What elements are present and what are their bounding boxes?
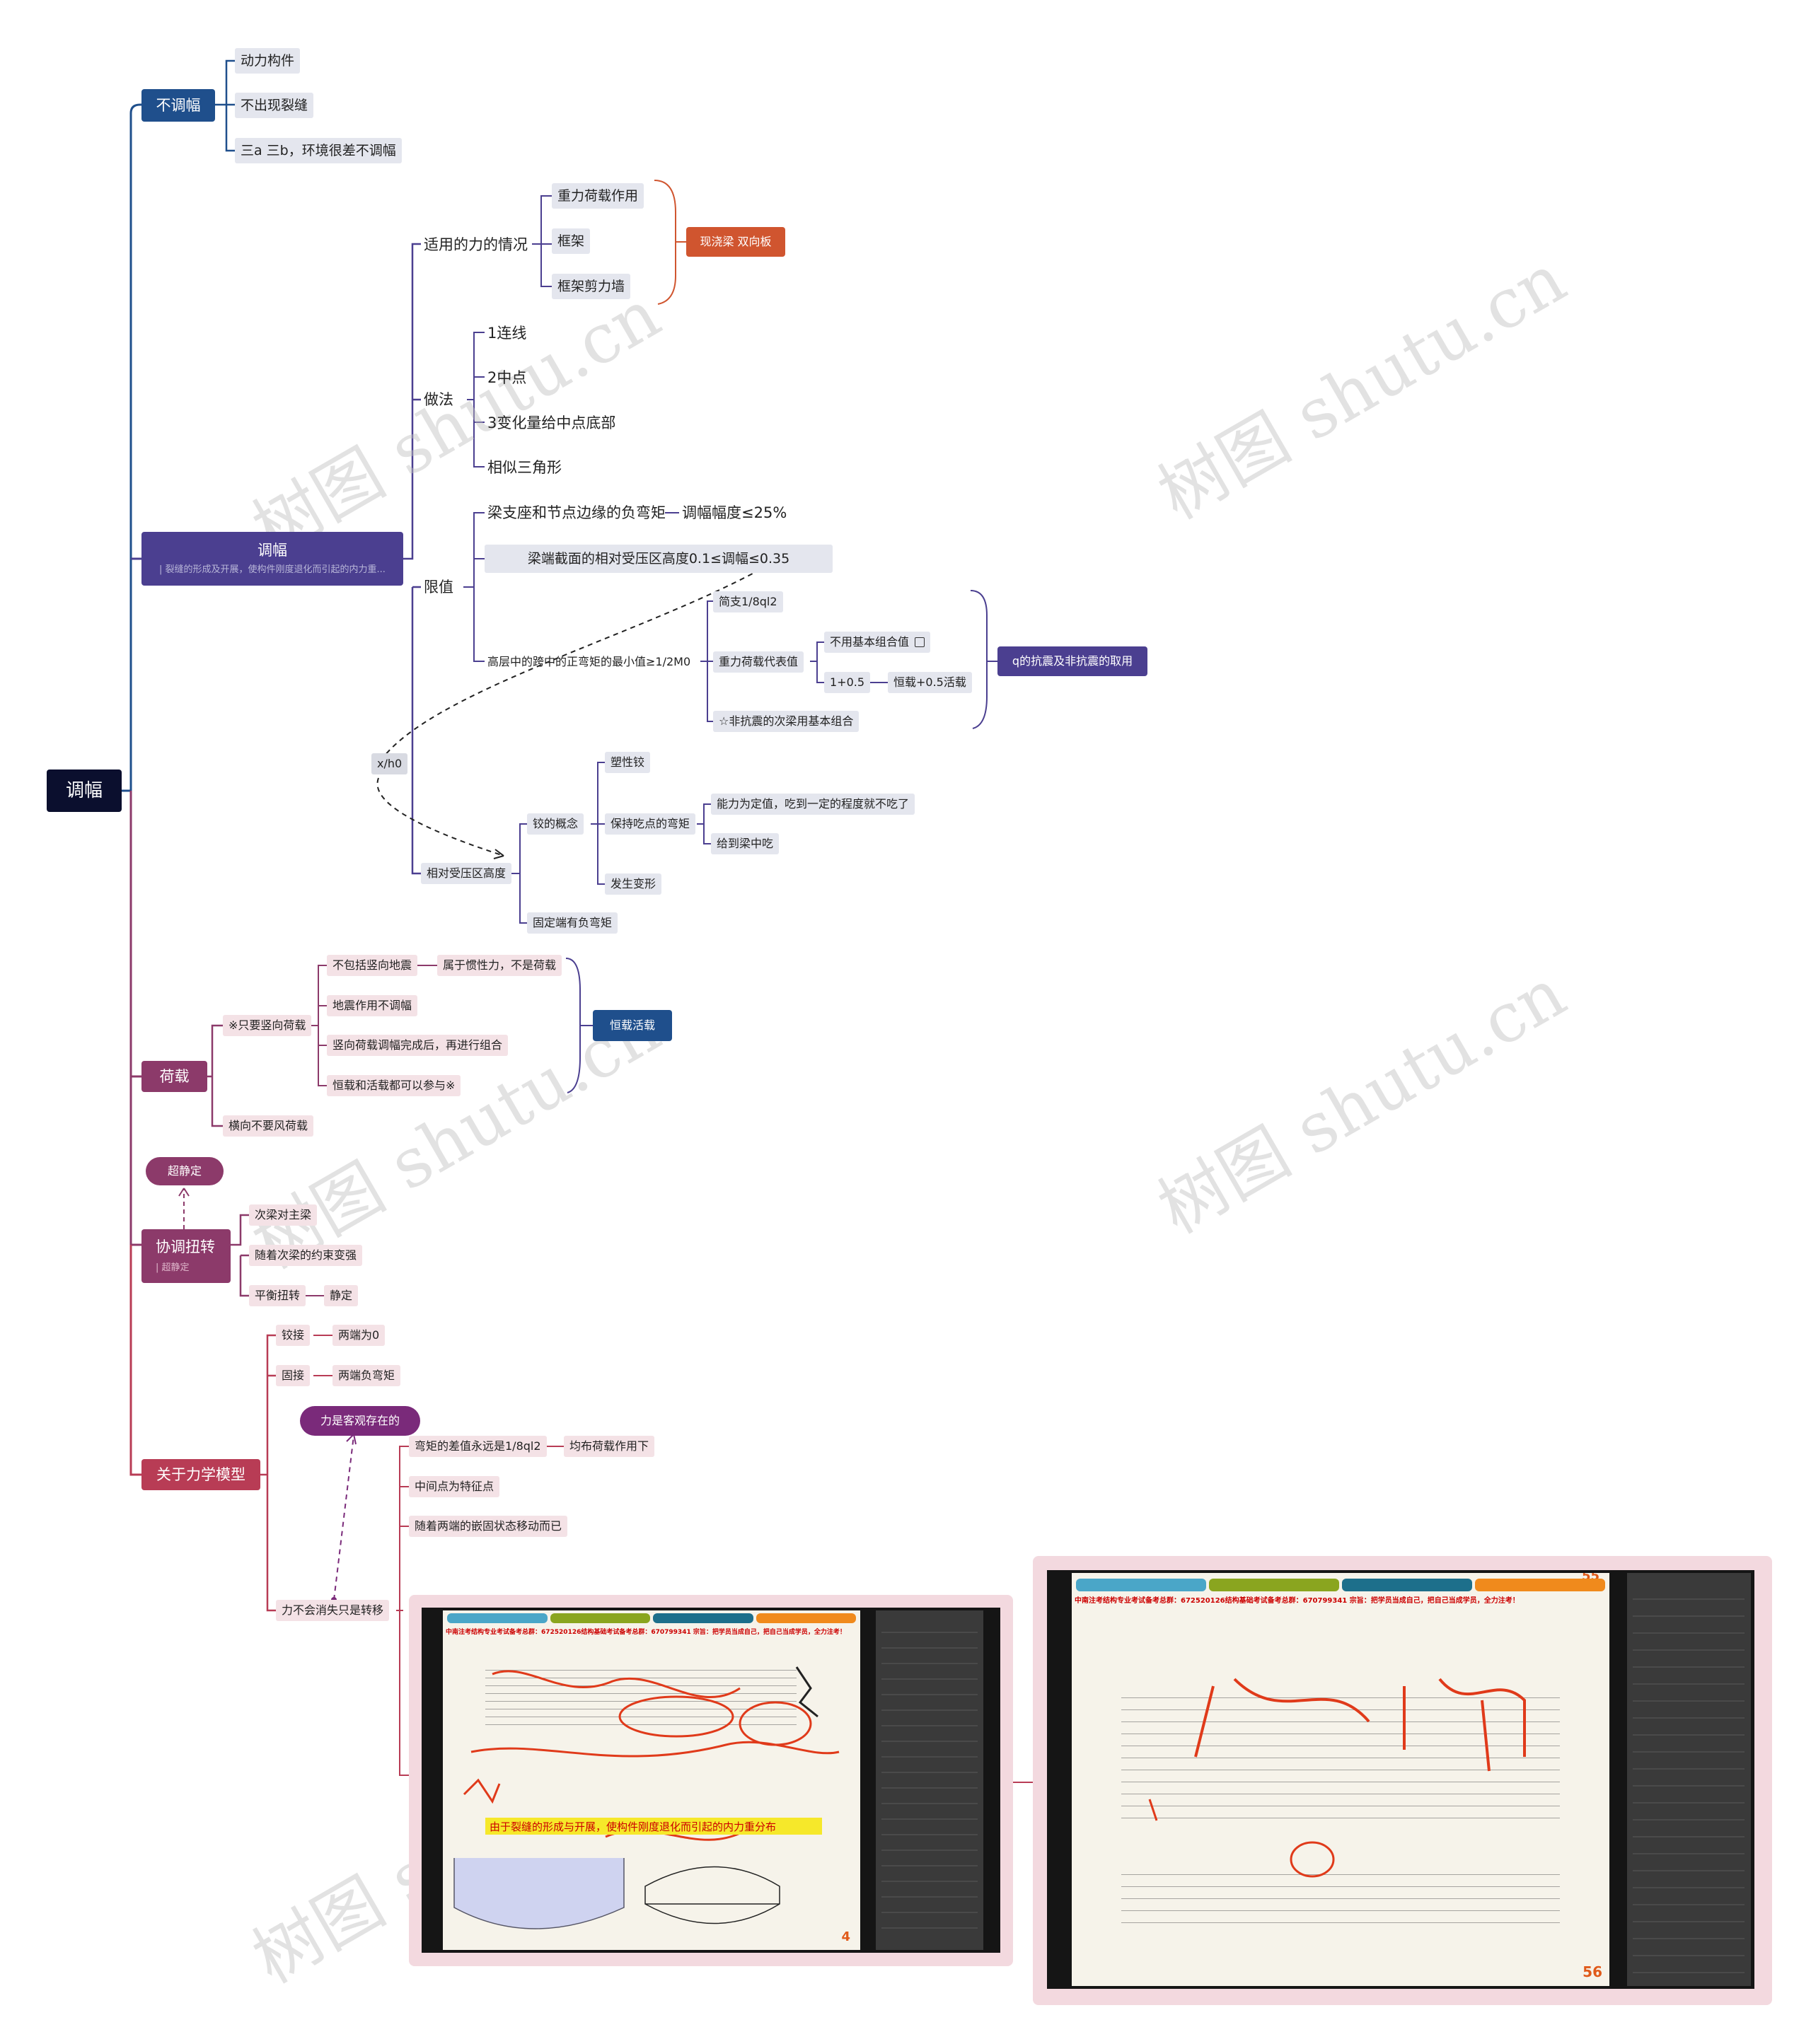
method-step-2[interactable]: 2中点	[485, 366, 529, 389]
screenshot-image-2[interactable]: 55 中南注考结构专业考试备考总群：672520126结构基础考试备考总群：67…	[1033, 1556, 1772, 2005]
branch-note: | 超静定	[156, 1263, 190, 1272]
to-beam-middle[interactable]: 给到梁中吃	[711, 833, 779, 854]
moment-limit[interactable]: 调幅幅度≤25%	[679, 501, 789, 524]
leaf-frame[interactable]: 框架	[552, 228, 590, 254]
pill-statically-indeterminate[interactable]: 超静定	[146, 1157, 224, 1185]
method-step-4[interactable]: 相似三角形	[485, 456, 565, 479]
seismic-no-redistribution[interactable]: 地震作用不调幅	[327, 995, 417, 1016]
end-fixity-shift[interactable]: 随着两端的嵌固状态移动而已	[409, 1516, 567, 1537]
keep-moment[interactable]: 保持吃点的弯矩	[605, 813, 695, 835]
branch-note: | 裂缝的形成及开展，使构件刚度退化而引起的内力重...	[159, 565, 386, 574]
branch-load[interactable]: 荷载	[141, 1061, 207, 1092]
plastic-hinge[interactable]: 塑性铰	[605, 752, 650, 773]
leaf-dynamic-member[interactable]: 动力构件	[235, 48, 300, 74]
doc-highlight: 由于裂缝的形成与开展，使构件刚度退化而引起的内力重分布	[485, 1818, 822, 1835]
non-seismic-secondary[interactable]: ☆非抗震的次梁用基本组合	[713, 711, 859, 732]
image-document: 55 中南注考结构专业考试备考总群：672520126结构基础考试备考总群：67…	[1072, 1573, 1609, 1986]
dead-live-participate[interactable]: 恒载和活载都可以参与※	[327, 1075, 461, 1096]
midspan-min-moment[interactable]: 高层中的跨中的正弯矩的最小值≥1/2M0	[485, 652, 693, 672]
dead-plus-half-live[interactable]: 恒载+0.5活载	[888, 672, 972, 693]
secondary-to-main[interactable]: 次梁对主梁	[249, 1204, 317, 1226]
handwriting-marks	[1072, 1658, 1609, 1884]
fixed-end-negative[interactable]: 固定端有负弯矩	[527, 912, 618, 934]
limit-label[interactable]: 限值	[421, 576, 456, 598]
root-node[interactable]: 调幅	[47, 770, 122, 812]
deformation[interactable]: 发生变形	[605, 873, 661, 895]
factor-value[interactable]: 1+0.5	[824, 672, 870, 693]
equilibrium-torsion[interactable]: 平衡扭转	[249, 1285, 306, 1306]
branch-no-redistribution[interactable]: 不调幅	[141, 89, 215, 122]
hinged-zero[interactable]: 两端为0	[332, 1325, 385, 1346]
gravity-representative[interactable]: 重力荷载代表值	[713, 651, 804, 673]
leaf-frame-shearwall[interactable]: 框架剪力墙	[552, 274, 630, 299]
capacity-constant[interactable]: 能力为定值，吃到一定的程度就不吃了	[711, 794, 915, 815]
statically-determinate[interactable]: 静定	[324, 1285, 358, 1306]
method-label[interactable]: 做法	[421, 388, 456, 411]
no-vertical-seismic[interactable]: 不包括竖向地震	[327, 955, 417, 976]
branch-mechanical-model[interactable]: 关于力学模型	[141, 1459, 260, 1490]
section-height-limit[interactable]: 梁端截面的相对受压区高度0.1≤调幅≤0.35	[485, 545, 833, 573]
image-document: 中南注考结构专业考试备考总群：672520126结构基础考试备考总群：67079…	[443, 1610, 860, 1950]
simple-support[interactable]: 简支1/8ql2	[713, 591, 783, 612]
note-icon	[915, 637, 925, 647]
page-number: 56	[1583, 1963, 1602, 1980]
force-transfer[interactable]: 力不会消失只是转移	[276, 1600, 389, 1621]
hinged[interactable]: 铰接	[276, 1325, 310, 1346]
hinge-concept[interactable]: 铰的概念	[527, 813, 584, 835]
branch-label: 调幅	[258, 543, 287, 558]
fixed[interactable]: 固接	[276, 1365, 310, 1386]
uniform-load[interactable]: 均布荷载作用下	[564, 1436, 654, 1457]
summary-seismic-q[interactable]: q的抗震及非抗震的取用	[997, 646, 1147, 676]
applicable-force-label[interactable]: 适用的力的情况	[421, 233, 531, 256]
chat-side-panel	[1627, 1573, 1751, 1986]
color-tab-bar	[1076, 1579, 1605, 1591]
inertia-force[interactable]: 属于惯性力，不是荷载	[437, 955, 562, 976]
pill-force-objective[interactable]: 力是客观存在的	[300, 1406, 420, 1436]
branch-compatibility-torsion[interactable]: 协调扭转 | 超静定	[141, 1229, 231, 1283]
doc-header: 中南注考结构专业考试备考总群：672520126结构基础考试备考总群：67079…	[1075, 1597, 1607, 1605]
no-horizontal-wind[interactable]: 横向不要风荷载	[223, 1115, 313, 1137]
summary-cast-beam[interactable]: 现浇梁 双向板	[686, 227, 785, 257]
midpoint-feature[interactable]: 中间点为特征点	[409, 1476, 499, 1497]
doc-header: 中南注考结构专业考试备考总群：672520126结构基础考试备考总群：67079…	[446, 1629, 857, 1637]
moment-difference[interactable]: 弯矩的差值永远是1/8ql2	[409, 1436, 547, 1457]
combine-after-redistribution[interactable]: 竖向荷载调幅完成后，再进行组合	[327, 1035, 508, 1056]
fixed-negative-moment[interactable]: 两端负弯矩	[332, 1365, 400, 1386]
constraint-stronger[interactable]: 随着次梁的约束变强	[249, 1245, 362, 1266]
chat-side-panel	[876, 1610, 983, 1950]
page-number: 4	[841, 1929, 850, 1944]
leaf-gravity-load[interactable]: 重力荷载作用	[552, 183, 644, 209]
support-negative-moment[interactable]: 梁支座和节点边缘的负弯矩	[485, 501, 669, 524]
xh0-label[interactable]: x/h0	[371, 753, 407, 774]
relative-compression-height[interactable]: 相对受压区高度	[421, 863, 511, 884]
no-basic-combination-label: 不用基本组合值	[830, 637, 909, 648]
moment-diagram	[447, 1844, 857, 1950]
vertical-load-only[interactable]: ※只要竖向荷载	[223, 1015, 311, 1036]
branch-label: 协调扭转	[156, 1240, 215, 1255]
no-basic-combination[interactable]: 不用基本组合值	[824, 632, 930, 653]
method-step-1[interactable]: 1连线	[485, 322, 529, 344]
summary-dead-live[interactable]: 恒载活载	[593, 1010, 672, 1041]
branch-redistribution[interactable]: 调幅 | 裂缝的形成及开展，使构件刚度退化而引起的内力重...	[141, 532, 403, 586]
method-step-3[interactable]: 3变化量给中点底部	[485, 412, 618, 434]
color-tab-bar	[447, 1613, 856, 1623]
screenshot-image-1[interactable]: 中南注考结构专业考试备考总群：672520126结构基础考试备考总群：67079…	[409, 1595, 1013, 1966]
leaf-env-class[interactable]: 三a 三b，环境很差不调幅	[235, 138, 402, 163]
leaf-no-crack[interactable]: 不出现裂缝	[235, 93, 313, 118]
